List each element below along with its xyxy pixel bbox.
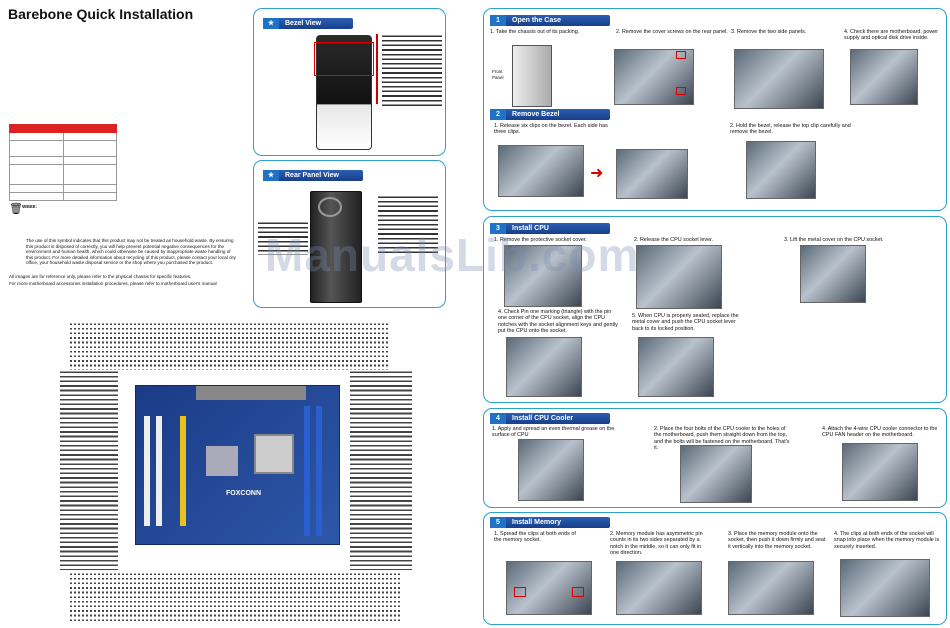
callout-line bbox=[376, 34, 378, 104]
spec-table bbox=[9, 124, 117, 201]
step-3-header: 3 Install CPU bbox=[490, 223, 610, 234]
memory-clips-photo bbox=[506, 561, 592, 615]
cooler-bolts-photo bbox=[680, 445, 752, 503]
step-title: Remove Bezel bbox=[512, 111, 560, 118]
metal-cover-photo bbox=[800, 245, 866, 303]
thermal-grease-photo bbox=[518, 439, 584, 501]
weee-heading: WEEE: bbox=[22, 204, 38, 209]
bezel-highlight bbox=[314, 42, 374, 76]
step-number: 2 bbox=[490, 109, 506, 120]
mb-legend-right bbox=[350, 370, 412, 570]
step-title: Install CPU bbox=[512, 225, 549, 232]
step-panel-4: 4 Install CPU Cooler 1. Apply and spread… bbox=[483, 408, 947, 508]
step-4-item-3: 4. Attach the 4-wire CPU cooler connecto… bbox=[822, 426, 938, 439]
step-3-item-2: 2. Release the CPU socket lever. bbox=[634, 237, 714, 243]
step-title: Open the Case bbox=[512, 17, 562, 24]
step-1-header: 1 Open the Case bbox=[490, 15, 610, 26]
step-2-item-2: 2. Hold the bezel, release the top clip … bbox=[730, 123, 851, 136]
screw-highlight bbox=[676, 87, 686, 95]
notes: All images are for reference only, pleas… bbox=[9, 274, 249, 287]
step-5-item-3: 3. Place the memory module onto the sock… bbox=[728, 531, 826, 550]
step-3-item-4: 4. Check Pin one marking (triangle) with… bbox=[498, 309, 618, 335]
page-title: Barebone Quick Installation bbox=[8, 6, 194, 22]
step-title: Install CPU Cooler bbox=[512, 415, 574, 422]
step-number: 3 bbox=[490, 223, 506, 234]
cpu-align-photo bbox=[506, 337, 582, 397]
note-1: All images are for reference only, pleas… bbox=[9, 274, 192, 279]
bezel-header: ★ Bezel View bbox=[263, 18, 353, 29]
step-1-item-4: 4. Check there are motherboard, power su… bbox=[844, 29, 939, 42]
step-5-item-1: 1. Spread the clips at both ends of the … bbox=[494, 531, 576, 544]
inside-chassis-photo bbox=[850, 49, 918, 105]
step-2-item-1: 1. Release six clips on the bezel. Each … bbox=[494, 123, 608, 136]
bezel-clips-photo bbox=[498, 145, 584, 197]
dimm-slot bbox=[304, 406, 310, 536]
socket-cover-photo bbox=[504, 245, 582, 307]
step-5-item-4: 4. The clips at both ends of the socket … bbox=[834, 531, 940, 550]
cpu-socket bbox=[254, 434, 294, 474]
step-panel-1: 1 Open the Case 1. Take the chassis out … bbox=[483, 8, 947, 211]
step-5-item-2: 2. Memory module has asymmetric pin coun… bbox=[610, 531, 703, 557]
chipset-heatsink bbox=[206, 446, 238, 476]
chassis-image bbox=[512, 45, 552, 107]
star-icon: ★ bbox=[263, 18, 279, 29]
mb-legend-bottom bbox=[70, 572, 400, 622]
step-4-item-1: 1. Apply and spread an even thermal grea… bbox=[492, 426, 615, 439]
note-2: For more motherboard accessories install… bbox=[9, 280, 217, 286]
step-3-item-1: 1. Remove the protective socket cover. bbox=[494, 237, 587, 243]
bezel-view-panel: ★ Bezel View bbox=[253, 8, 446, 156]
star-icon: ★ bbox=[263, 170, 279, 181]
clip-highlight bbox=[572, 587, 584, 597]
chassis-front-image bbox=[316, 35, 372, 150]
fan-header-photo bbox=[842, 443, 918, 501]
step-panel-5: 5 Install Memory 1. Spread the clips at … bbox=[483, 512, 947, 625]
io-ports bbox=[196, 386, 306, 400]
memory-snap-photo bbox=[840, 559, 930, 617]
fan-icon bbox=[318, 197, 342, 217]
step-4-item-2: 2. Place the four bolts of the CPU coole… bbox=[654, 426, 790, 452]
front-panel-callout: Front Panel bbox=[492, 69, 504, 81]
arrow-right-icon: ➜ bbox=[590, 165, 604, 182]
pci-slot bbox=[156, 416, 162, 526]
weee-bin-icon: 🗑 bbox=[9, 203, 23, 215]
foxconn-logo: FOXCONN bbox=[226, 490, 261, 497]
weee-text: The use of this symbol indicates that th… bbox=[26, 238, 236, 266]
dimm-slot bbox=[316, 406, 322, 536]
step-3-item-5: 5. When CPU is properly seated, replace … bbox=[632, 313, 739, 332]
rear-panel-view: ★ Rear Panel View bbox=[253, 160, 446, 308]
motherboard-image: FOXCONN bbox=[135, 385, 340, 545]
step-4-header: 4 Install CPU Cooler bbox=[490, 413, 610, 424]
rear-header: ★ Rear Panel View bbox=[263, 170, 363, 181]
step-1-item-1: 1. Take the chassis out of its packing. bbox=[490, 29, 580, 35]
step-title: Install Memory bbox=[512, 519, 562, 526]
clip-highlight bbox=[514, 587, 526, 597]
step-number: 1 bbox=[490, 15, 506, 26]
step-panel-3: 3 Install CPU 1. Remove the protective s… bbox=[483, 216, 947, 403]
mb-legend-left bbox=[60, 370, 118, 570]
memory-insert-photo bbox=[728, 561, 814, 615]
step-1-item-3: 3. Remove the two side panels. bbox=[731, 29, 807, 35]
rear-title: Rear Panel View bbox=[285, 172, 339, 179]
remove-bezel-photo bbox=[746, 141, 816, 199]
step-5-header: 5 Install Memory bbox=[490, 517, 610, 528]
pcie-slot bbox=[180, 416, 186, 526]
memory-notch-photo bbox=[616, 561, 702, 615]
rear-legend-left bbox=[258, 221, 308, 255]
step-1-item-2: 2. Remove the cover screws on the rear p… bbox=[616, 29, 728, 35]
step-2-header: 2 Remove Bezel bbox=[490, 109, 610, 120]
cpu-seated-photo bbox=[638, 337, 714, 397]
side-panels-photo bbox=[734, 49, 824, 109]
screw-highlight bbox=[676, 51, 686, 59]
bezel-title: Bezel View bbox=[285, 20, 322, 27]
pci-slot bbox=[144, 416, 150, 526]
bezel-legend bbox=[382, 34, 442, 106]
rear-legend-right bbox=[378, 195, 438, 255]
mb-legend-top bbox=[70, 322, 390, 370]
bezel-release-photo bbox=[616, 149, 688, 199]
step-number: 5 bbox=[490, 517, 506, 528]
step-3-item-3: 3. Lift the metal cover on the CPU socke… bbox=[784, 237, 884, 243]
step-number: 4 bbox=[490, 413, 506, 424]
socket-lever-photo bbox=[636, 245, 722, 309]
watermark: ManualsLib.com bbox=[265, 229, 640, 281]
